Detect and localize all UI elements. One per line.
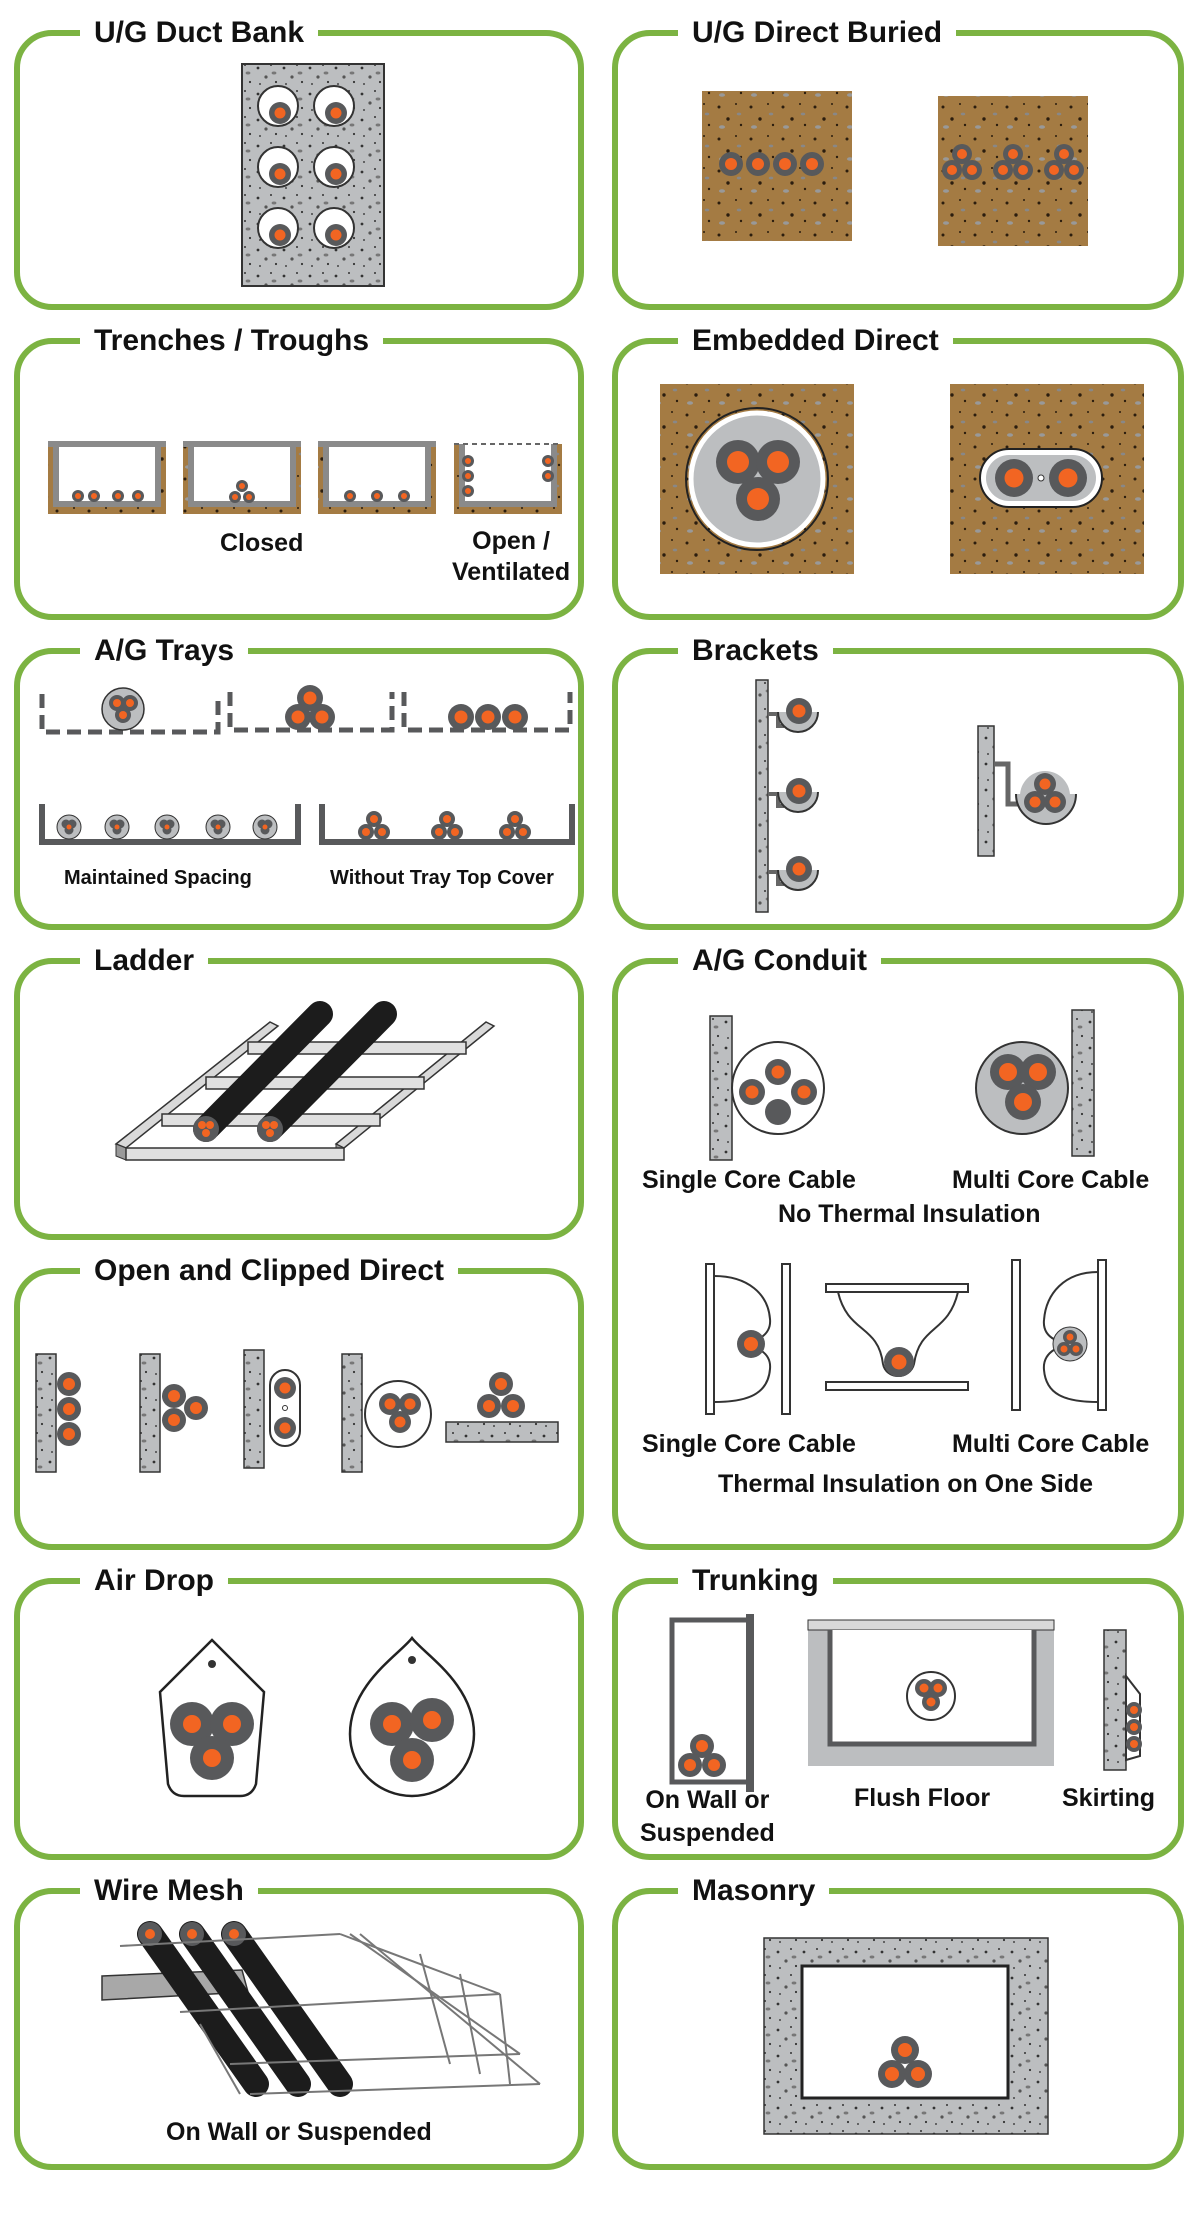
caption-on-wall-or-suspended: On Wall or Suspended: [166, 2118, 432, 2146]
panel-ladder: Ladder: [14, 942, 584, 1240]
panel-title: Embedded Direct: [678, 322, 953, 360]
panel-trenches: Trenches / Troughs: [14, 322, 584, 620]
trough-2: [183, 441, 301, 514]
caption-without-tray-top-cover: Without Tray Top Cover: [330, 867, 554, 889]
perforated-tray-1: [39, 687, 221, 735]
duct-bank-illustration: [241, 63, 385, 287]
caption-open: Open / Ventilated: [452, 527, 571, 586]
trenches-illustration: [48, 441, 562, 514]
trough-1: [48, 441, 166, 514]
panel-wire-mesh: Wire Mesh On Wall or Suspended: [14, 1872, 584, 2170]
panel-title: Air Drop: [80, 1562, 228, 1600]
direct-buried-illustration: [702, 91, 1088, 246]
trough-3: [318, 441, 436, 514]
panel-title: Brackets: [678, 632, 833, 670]
wire-mesh-illustration: [101, 1921, 541, 2097]
perforated-tray-2: [227, 685, 395, 733]
brackets-illustration: [755, 679, 1077, 913]
panel-embedded-direct: Embedded Direct: [612, 322, 1184, 620]
insulated-horizontal: [825, 1283, 969, 1391]
air-drop-illustration: [158, 1635, 476, 1798]
caption-skirting: Skirting: [1062, 1784, 1156, 1812]
ladder-illustration: [114, 1001, 496, 1161]
ag-trays-illustration: [39, 685, 575, 845]
insulated-multi-core: [1011, 1259, 1107, 1411]
panel-title: Open and Clipped Direct: [80, 1252, 459, 1290]
panel-title: Trunking: [678, 1562, 833, 1600]
panel-title: U/G Direct Buried: [678, 14, 957, 52]
panel-brackets: Brackets: [612, 632, 1184, 930]
caption-no-thermal-insulation: No Thermal Insulation: [778, 1200, 1041, 1228]
panel-title: A/G Conduit: [678, 942, 881, 980]
panel-title: Ladder: [80, 942, 209, 980]
caption-maintained-spacing: Maintained Spacing: [64, 867, 252, 889]
caption-thermal-insulation-one-side: Thermal Insulation on One Side: [718, 1470, 1094, 1498]
caption-closed: Closed: [220, 529, 304, 557]
caption-single-core-2: Single Core Cable: [642, 1430, 856, 1458]
embedded-direct-illustration: [660, 384, 1144, 574]
tray-without-top-cover: [319, 804, 575, 845]
ag-conduit-illustration: [705, 1009, 1107, 1415]
caption-on-wall-or-suspended: On Wall or Suspended: [640, 1786, 775, 1847]
panel-ug-duct-bank: U/G Duct Bank: [14, 14, 584, 310]
tray-maintained-spacing: [39, 804, 301, 845]
panel-air-drop: Air Drop: [14, 1562, 584, 1860]
duct-cable: [257, 85, 355, 249]
panel-title: U/G Duct Bank: [80, 14, 319, 52]
panel-trunking: Trunking On Wall or Suspended Flush Floo…: [612, 1562, 1184, 1860]
caption-multi-core-2: Multi Core Cable: [952, 1430, 1150, 1458]
trunking-illustration: [669, 1614, 1142, 1792]
panel-title: Masonry: [678, 1872, 830, 1910]
panel-masonry: Masonry: [612, 1872, 1184, 2170]
caption-multi-core-1: Multi Core Cable: [952, 1166, 1150, 1194]
panel-open-clipped: Open and Clipped Direct: [14, 1252, 584, 1550]
masonry-illustration: [763, 1937, 1049, 2135]
panel-title: Wire Mesh: [80, 1872, 258, 1910]
panel-ag-conduit: A/G Conduit: [612, 942, 1184, 1550]
insulated-single-core: [705, 1263, 791, 1415]
perforated-tray-3: [401, 692, 573, 733]
panel-title: A/G Trays: [80, 632, 249, 670]
trough-4-open: [454, 443, 562, 514]
caption-flush-floor: Flush Floor: [854, 1784, 991, 1812]
caption-single-core-1: Single Core Cable: [642, 1166, 856, 1194]
panel-ug-direct-buried: U/G Direct Buried: [612, 14, 1184, 310]
panel-ag-trays: A/G Trays: [14, 632, 584, 930]
open-clipped-illustration: [35, 1349, 559, 1473]
panel-title: Trenches / Troughs: [80, 322, 384, 360]
